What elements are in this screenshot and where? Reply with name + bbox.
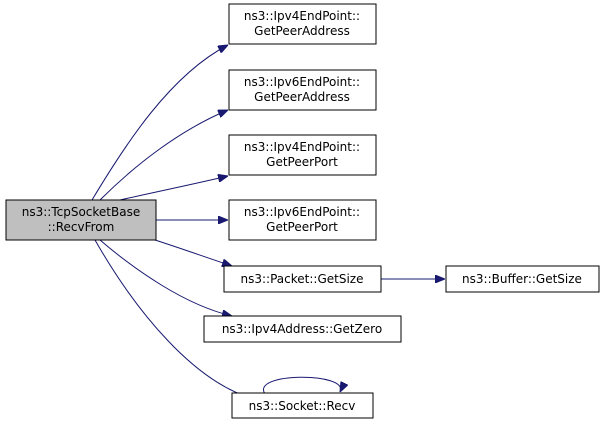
node-label-line-1: ns3::Ipv6EndPoint:: — [244, 205, 360, 219]
node-tcp-socket-base-recv-from[interactable]: ns3::TcpSocketBase ::RecvFrom — [5, 199, 157, 241]
node-label: ns3::Buffer::GetSize — [462, 272, 582, 286]
node-ipv4-endpoint-get-peer-port[interactable]: ns3::Ipv4EndPoint:: GetPeerPort — [228, 134, 377, 176]
node-ipv6-endpoint-get-peer-address[interactable]: ns3::Ipv6EndPoint:: GetPeerAddress — [228, 69, 377, 111]
edge-recvfrom-to-packet-get-size — [154, 239, 232, 266]
node-label-line-1: ns3::Ipv6EndPoint:: — [244, 75, 360, 89]
edge-recvfrom-to-ipv4-get-peer-address — [91, 45, 228, 201]
node-label: ns3::Ipv4Address::GetZero — [222, 322, 382, 336]
edges — [91, 45, 445, 400]
node-label-line-1: ns3::TcpSocketBase — [22, 205, 140, 219]
node-label-line-2: GetPeerAddress — [254, 90, 350, 104]
node-label: ns3::Packet::GetSize — [241, 272, 364, 286]
edge-recvfrom-to-ipv4-address-get-zero — [99, 239, 232, 316]
node-socket-recv[interactable]: ns3::Socket::Recv — [231, 392, 374, 419]
node-label-line-2: GetPeerPort — [266, 155, 338, 169]
node-label-line-2: ::RecvFrom — [48, 220, 115, 234]
edge-socket-recv-self-loop — [262, 376, 340, 395]
edge-recvfrom-to-socket-recv — [94, 239, 258, 400]
node-label-line-2: GetPeerPort — [266, 220, 338, 234]
node-label: ns3::Socket::Recv — [249, 399, 356, 413]
node-label-line-2: GetPeerAddress — [254, 24, 350, 38]
edge-recvfrom-to-ipv4-get-peer-port — [119, 176, 228, 201]
edge-recvfrom-to-ipv6-get-peer-address — [99, 110, 228, 201]
node-ipv6-endpoint-get-peer-port[interactable]: ns3::Ipv6EndPoint:: GetPeerPort — [228, 199, 377, 241]
node-ipv4-endpoint-get-peer-address[interactable]: ns3::Ipv4EndPoint:: GetPeerAddress — [228, 3, 377, 45]
node-ipv4-address-get-zero[interactable]: ns3::Ipv4Address::GetZero — [203, 315, 402, 343]
node-buffer-get-size[interactable]: ns3::Buffer::GetSize — [445, 265, 600, 293]
node-label-line-1: ns3::Ipv4EndPoint:: — [244, 140, 360, 154]
node-label-line-1: ns3::Ipv4EndPoint:: — [244, 9, 360, 23]
node-packet-get-size[interactable]: ns3::Packet::GetSize — [223, 265, 382, 293]
